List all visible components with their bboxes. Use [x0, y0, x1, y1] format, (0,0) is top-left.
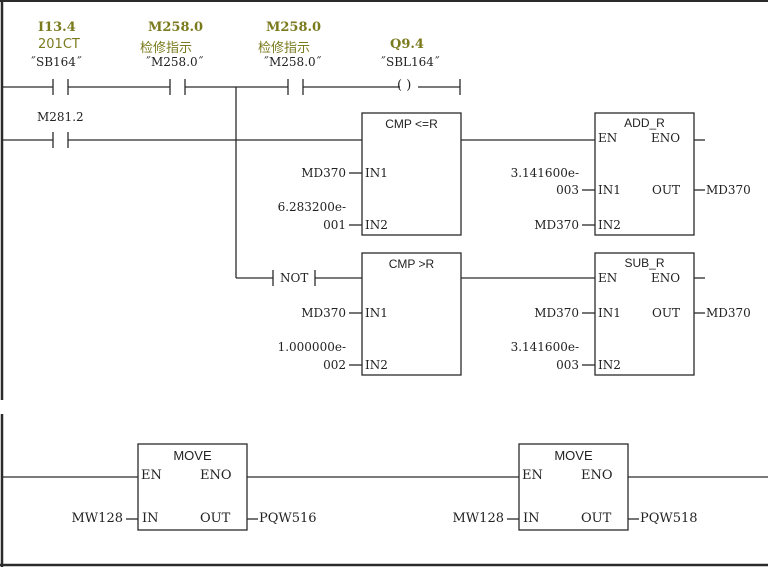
- contact1-symbol: ˝SB164˝: [30, 55, 82, 69]
- cmp-le-in1-label: IN1: [365, 166, 388, 180]
- add-r-in1-value-line2: 003: [556, 183, 579, 197]
- sub-r-in2-label: IN2: [598, 358, 621, 372]
- move1-title[interactable]: MOVE: [173, 448, 212, 463]
- add-r-title[interactable]: ADD_R: [624, 116, 665, 130]
- move1-in-label: IN: [142, 511, 159, 526]
- add-r-in2-value: MD370: [534, 218, 579, 232]
- move1-eno-label: ENO: [200, 468, 232, 483]
- contact2-symbol: ˝M258.0˝: [145, 55, 204, 69]
- move1-out-value: PQW516: [259, 511, 317, 526]
- sub-r-out-label: OUT: [652, 306, 680, 320]
- coil-symbol: ˝SBL164˝: [380, 55, 440, 69]
- cmp-gt-in2-label: IN2: [365, 358, 388, 372]
- sub-r-eno-label: ENO: [651, 271, 681, 285]
- cmp-le-title[interactable]: CMP <=R: [385, 117, 438, 131]
- add-r-en-label: EN: [598, 131, 618, 145]
- move2-eno-label: ENO: [581, 468, 613, 483]
- contact1-address: I13.4: [38, 20, 76, 35]
- contact1-comment: 201CT: [38, 37, 80, 52]
- contact-m258-0-b[interactable]: [283, 76, 309, 98]
- move1-in-value: MW128: [71, 511, 124, 526]
- cmp-gt-in1-label: IN1: [365, 306, 388, 320]
- move2-in-label: IN: [523, 511, 540, 526]
- move2-out-label: OUT: [581, 511, 612, 526]
- cmp-gt-in2-value-line2: 002: [323, 358, 346, 372]
- sub-r-in2-value-line1: 3.141600e-: [510, 340, 579, 354]
- sub-r-title[interactable]: SUB_R: [624, 256, 665, 270]
- move1-en-label: EN: [141, 468, 162, 483]
- add-r-eno-label: ENO: [651, 131, 681, 145]
- contact3-comment: 检修指示: [258, 41, 311, 56]
- move2-in-value: MW128: [452, 511, 505, 526]
- sub-r-in1-label: IN1: [598, 306, 621, 320]
- contact2-comment: 检修指示: [140, 41, 193, 56]
- move2-out-value: PQW518: [640, 511, 698, 526]
- sub-r-in2-value-line2: 003: [556, 358, 579, 372]
- cmp-le-in1-value: MD370: [301, 166, 346, 180]
- add-r-out-value: MD370: [706, 183, 751, 197]
- contact4-address: M281.2: [37, 110, 84, 124]
- sub-r-out-value: MD370: [706, 306, 751, 320]
- cmp-gt-in2-value-line1: 1.000000e-: [277, 340, 346, 354]
- cmp-le-in2-value-line2: 001: [323, 218, 346, 232]
- contact-m258-0-a[interactable]: [165, 76, 191, 98]
- sub-r-in1-value: MD370: [534, 306, 579, 320]
- cmp-le-in2-value-line1: 6.283200e-: [277, 200, 346, 214]
- not-contact-label[interactable]: NOT: [280, 271, 309, 285]
- contact2-address: M258.0: [148, 20, 204, 35]
- contact-m281-2[interactable]: [48, 129, 74, 151]
- move1-out-label: OUT: [200, 511, 231, 526]
- coil-address: Q9.4: [390, 37, 424, 52]
- cmp-gt-in1-value: MD370: [301, 306, 346, 320]
- add-r-in2-label: IN2: [598, 218, 621, 232]
- move2-title[interactable]: MOVE: [554, 448, 593, 463]
- coil-glyph[interactable]: ( ): [397, 78, 412, 93]
- cmp-gt-title[interactable]: CMP >R: [388, 257, 435, 271]
- cmp-le-in2-label: IN2: [365, 218, 388, 232]
- add-r-in1-value-line1: 3.141600e-: [510, 166, 579, 180]
- contact3-symbol: ˝M258.0˝: [263, 55, 322, 69]
- contact3-address: M258.0: [266, 20, 322, 35]
- add-r-in1-label: IN1: [598, 183, 621, 197]
- move2-en-label: EN: [522, 468, 543, 483]
- contact-i13-4[interactable]: [48, 76, 74, 98]
- add-r-out-label: OUT: [652, 183, 680, 197]
- sub-r-en-label: EN: [598, 271, 618, 285]
